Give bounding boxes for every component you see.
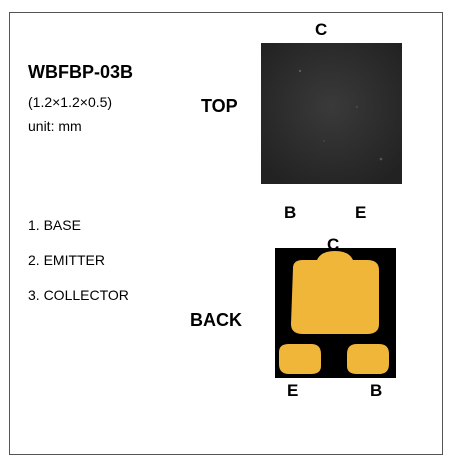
back-view-package-photo	[275, 248, 396, 378]
pin-item-collector: 3. COLLECTOR	[28, 287, 129, 303]
back-view-label: BACK	[190, 310, 242, 330]
back-view-pads	[275, 248, 396, 378]
collector-pad	[291, 251, 379, 334]
package-dimensions: (1.2×1.2×0.5)	[28, 94, 113, 110]
top-pin-emitter-label: E	[355, 203, 367, 222]
top-view-package-photo	[261, 43, 402, 184]
base-pad	[347, 344, 389, 374]
part-number: WBFBP-03B	[28, 62, 134, 82]
top-pin-collector-label: C	[315, 20, 328, 39]
top-pin-base-label: B	[284, 203, 297, 222]
back-pin-collector-label: C	[327, 235, 340, 254]
back-pin-emitter-label: E	[287, 381, 299, 400]
top-view-label: TOP	[201, 96, 238, 116]
pin-item-emitter: 2. EMITTER	[28, 252, 106, 268]
diagram-frame	[9, 12, 443, 455]
pin-item-base: 1. BASE	[28, 217, 81, 233]
pin-list: 1. BASE 2. EMITTER 3. COLLECTOR	[28, 216, 129, 321]
unit-label: unit: mm	[28, 118, 82, 134]
top-view-surface-texture	[261, 43, 402, 184]
emitter-pad	[279, 344, 321, 374]
back-pin-base-label: B	[370, 381, 383, 400]
